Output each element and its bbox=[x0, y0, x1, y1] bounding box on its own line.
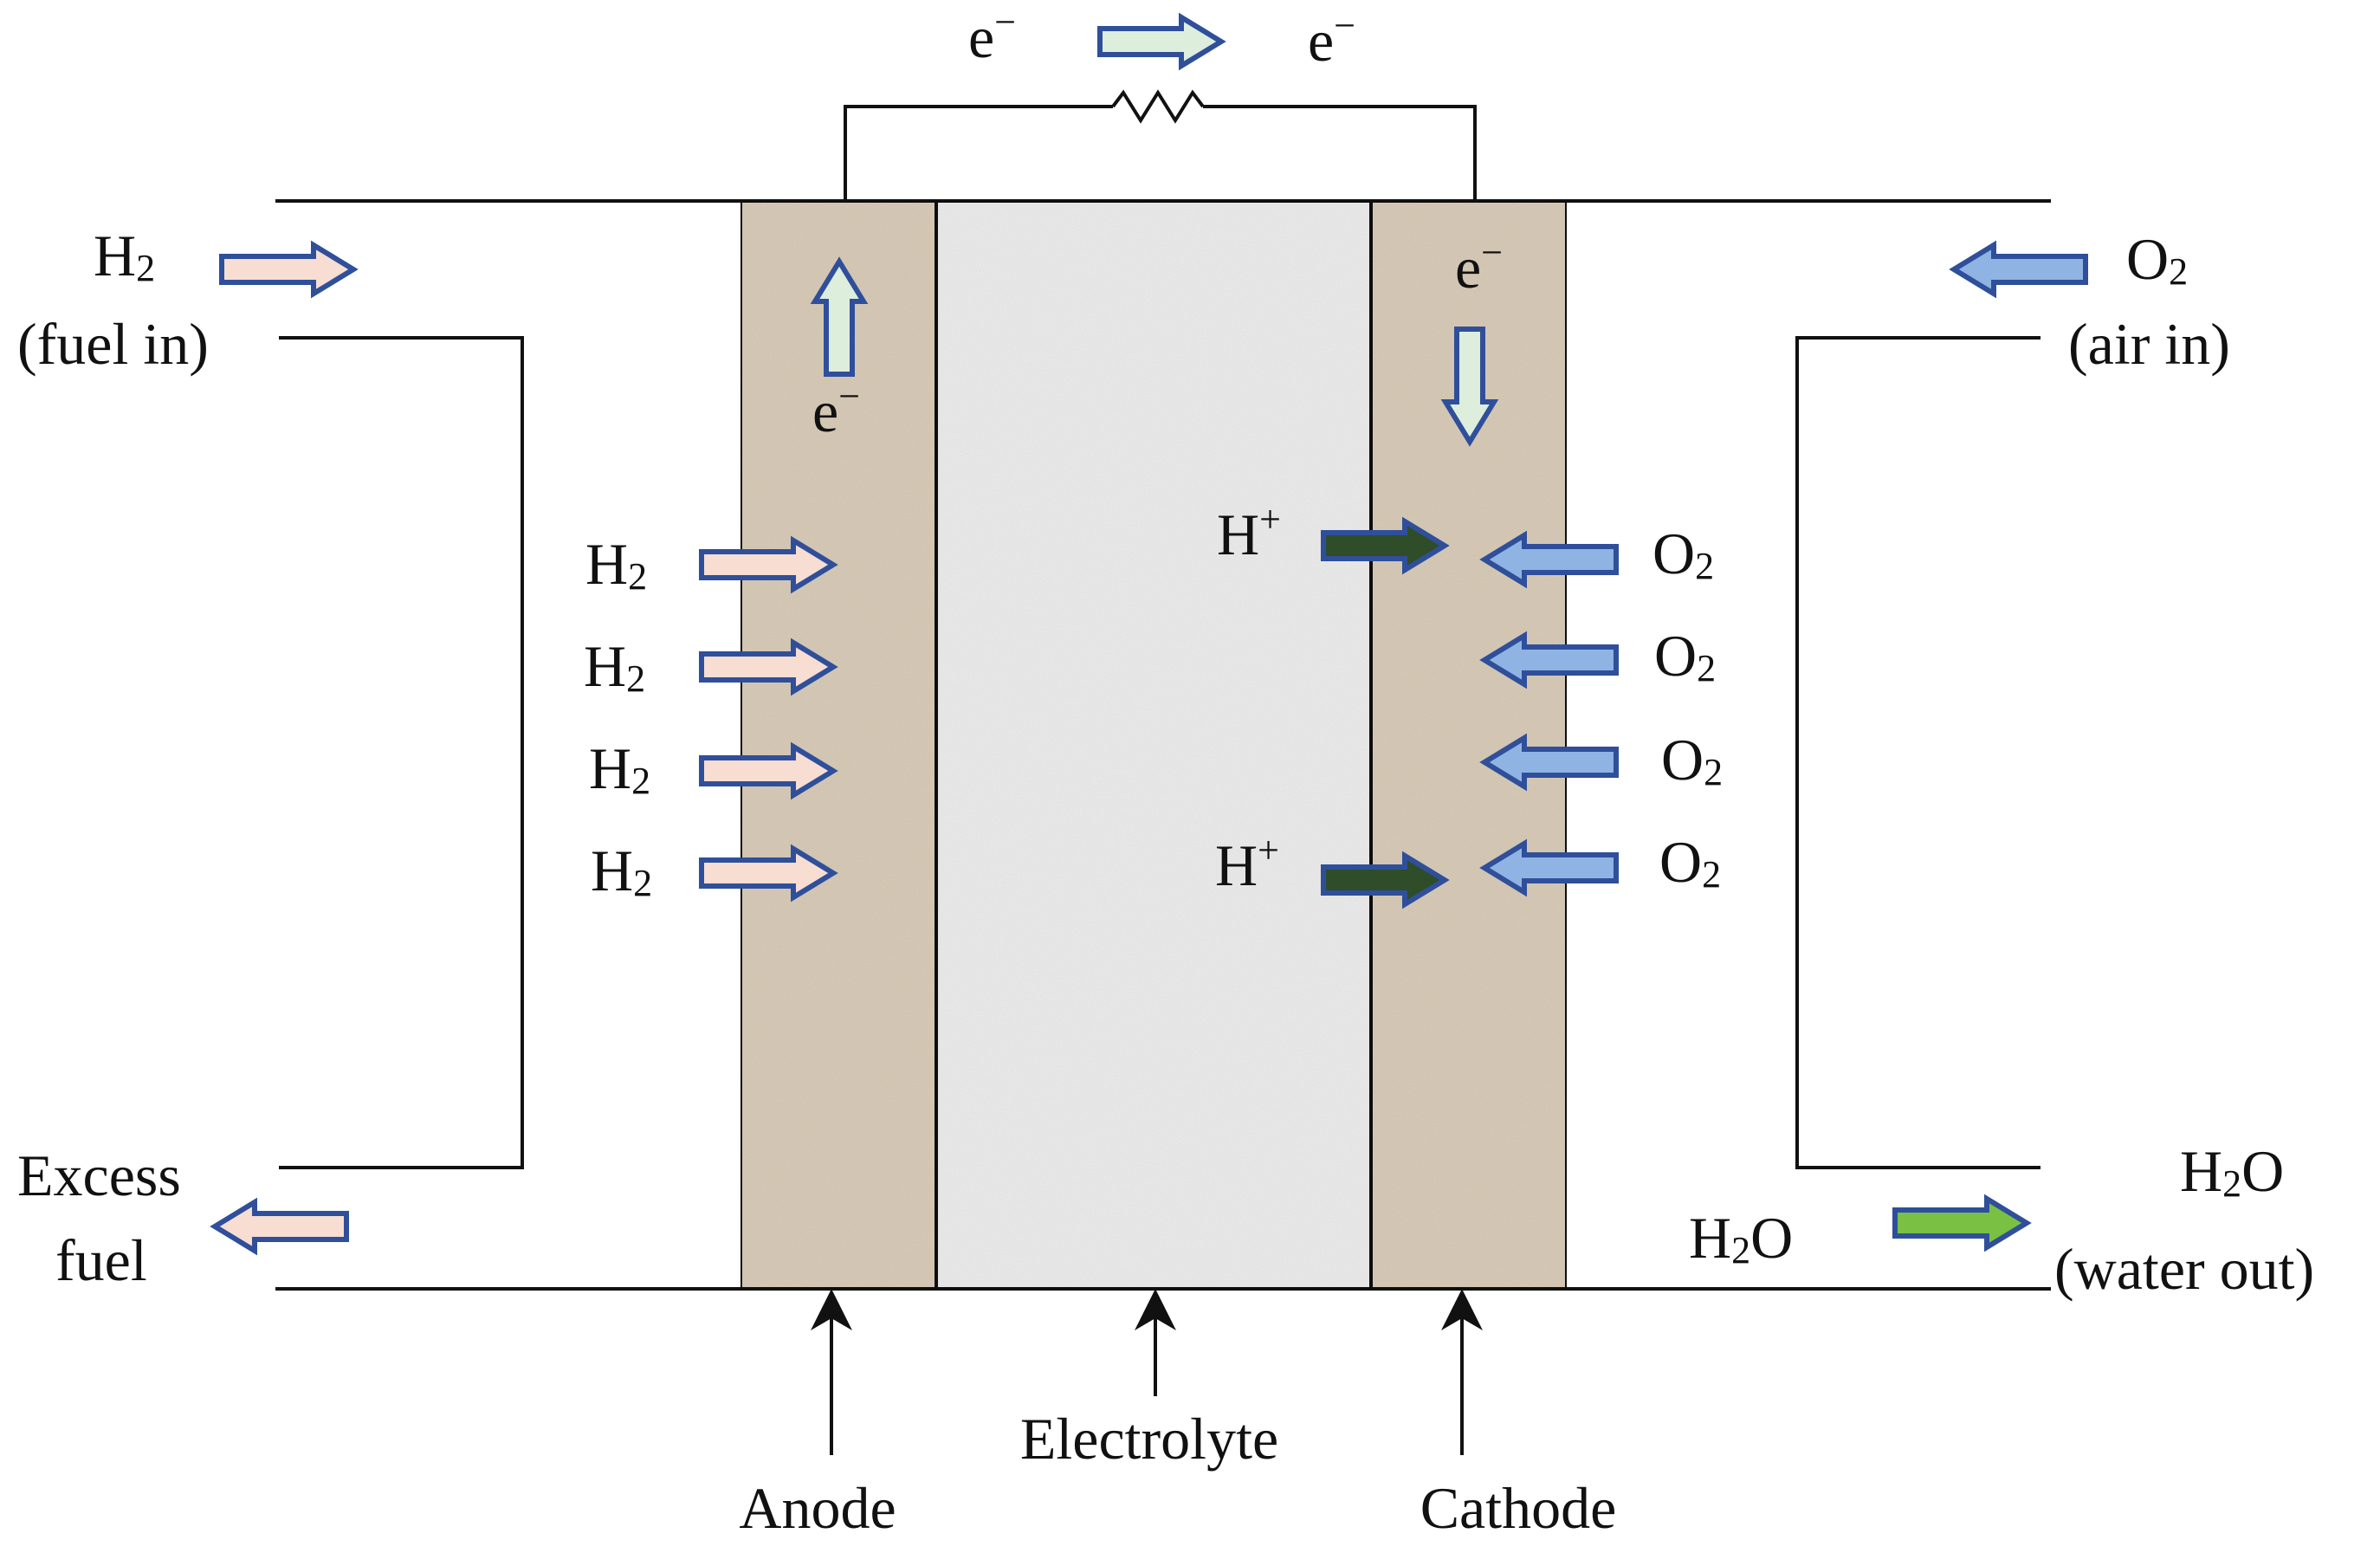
cathode-o2-label: O2 bbox=[1661, 727, 1723, 793]
anode-gas-channel bbox=[279, 336, 524, 1169]
proton-label: H+ bbox=[1217, 498, 1281, 567]
anode-electron-label: e− bbox=[812, 375, 860, 444]
cathode-label: Cathode bbox=[1420, 1475, 1617, 1541]
anode-electron-arrow bbox=[810, 256, 869, 377]
cathode-o2-arrow bbox=[1479, 838, 1619, 897]
cathode-gas-channel bbox=[1795, 336, 2040, 1169]
water-out-formula: H2O bbox=[2180, 1138, 2284, 1205]
excess-fuel-line2: fuel bbox=[55, 1227, 147, 1293]
cathode-o2-arrow bbox=[1479, 631, 1619, 689]
anode-h2-arrow bbox=[699, 741, 838, 800]
flow-arrows bbox=[210, 12, 2088, 1256]
circuit-electron-left: e− bbox=[968, 1, 1016, 70]
fuel-in-arrow bbox=[219, 240, 359, 299]
anode-h2-arrow bbox=[699, 844, 838, 903]
water-out-label: (water out) bbox=[2054, 1236, 2314, 1302]
cathode-o2-arrow bbox=[1479, 733, 1619, 792]
anode-h2-arrow bbox=[699, 535, 838, 594]
cathode-electron-arrow bbox=[1440, 327, 1499, 447]
cathode-o2-label: O2 bbox=[1654, 623, 1716, 689]
circuit-wire-right bbox=[1203, 105, 1477, 201]
anode-h2-label: H2 bbox=[589, 735, 650, 802]
cathode-o2-arrow bbox=[1479, 530, 1619, 589]
electrolyte-label: Electrolyte bbox=[1020, 1406, 1278, 1472]
cathode-o2-label: O2 bbox=[1659, 829, 1721, 896]
proton-label: H+ bbox=[1215, 829, 1279, 898]
anode-h2-arrow bbox=[699, 637, 838, 696]
air-in-label: (air in) bbox=[2068, 311, 2230, 377]
circuit-electron-right: e− bbox=[1308, 4, 1355, 74]
excess-fuel-arrow bbox=[210, 1197, 349, 1256]
electrolyte-layer bbox=[935, 199, 1373, 1291]
circuit-electron-arrow bbox=[1097, 12, 1226, 71]
water-out-arrow bbox=[1892, 1194, 2032, 1252]
anode-h2-label: H2 bbox=[591, 838, 652, 904]
anode-layer bbox=[739, 199, 938, 1291]
water-product-formula: H2O bbox=[1689, 1205, 1793, 1272]
proton-arrow bbox=[1321, 516, 1450, 575]
resistor-icon bbox=[1111, 89, 1205, 124]
cathode-o2-label: O2 bbox=[1652, 521, 1714, 587]
electrolyte-pointer-head bbox=[1135, 1289, 1176, 1330]
air-in-arrow bbox=[1949, 240, 2088, 299]
excess-fuel-line1: Excess bbox=[17, 1142, 181, 1208]
anode-pointer-head bbox=[811, 1289, 852, 1330]
cathode-layer bbox=[1369, 199, 1568, 1291]
anode-label: Anode bbox=[739, 1475, 896, 1541]
fuel-in-label: (fuel in) bbox=[17, 311, 209, 377]
fuel-in-formula: H2 bbox=[94, 223, 155, 289]
anode-h2-label: H2 bbox=[585, 531, 647, 598]
cathode-electron-label: e− bbox=[1455, 231, 1503, 301]
anode-h2-label: H2 bbox=[584, 633, 645, 700]
air-in-formula: O2 bbox=[2126, 226, 2188, 293]
proton-arrow bbox=[1321, 851, 1450, 909]
cathode-pointer-head bbox=[1441, 1289, 1483, 1330]
circuit-wire-left bbox=[844, 105, 1113, 201]
